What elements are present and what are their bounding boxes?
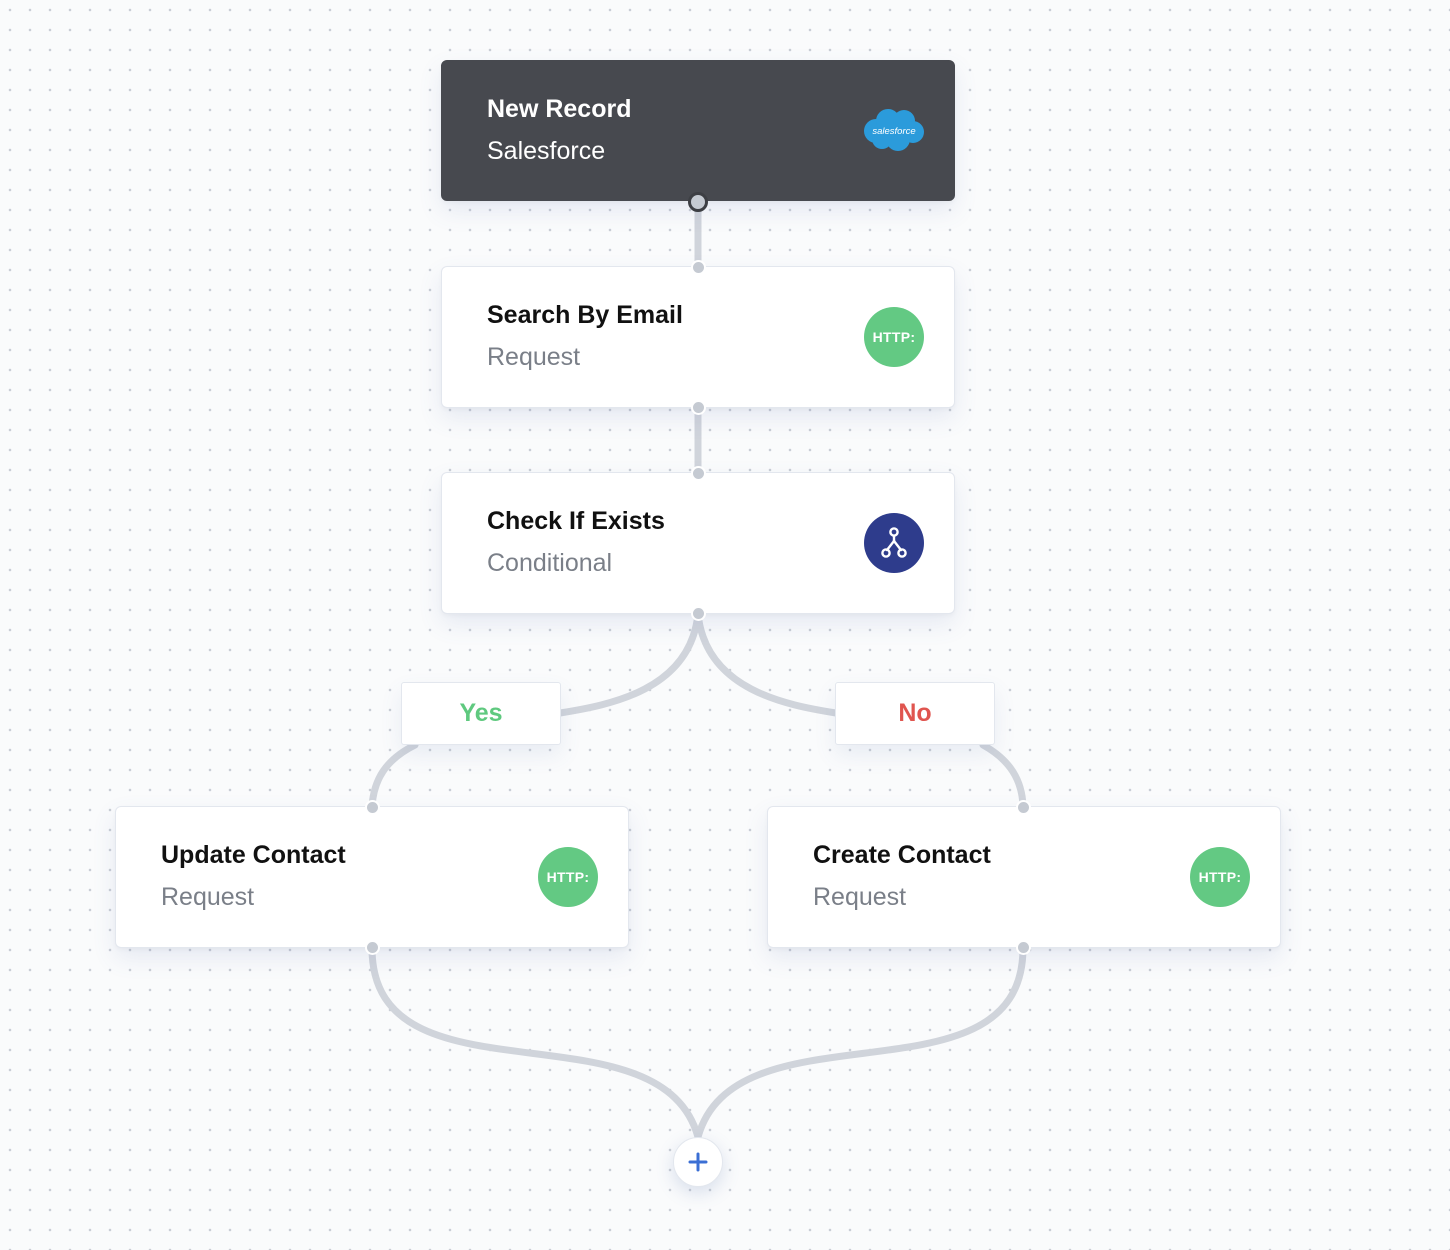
input-handle-search[interactable]	[690, 259, 706, 275]
plus-icon	[688, 1152, 708, 1172]
node-subtitle: Request	[487, 343, 581, 371]
branch-label-yes[interactable]: Yes	[401, 682, 561, 745]
output-handle-update[interactable]	[364, 939, 380, 955]
connector-yes-to-update	[368, 741, 419, 810]
output-handle-trigger[interactable]	[688, 192, 708, 212]
connector-check-to-yes	[556, 610, 702, 717]
node-title: Check If Exists	[487, 507, 665, 535]
output-handle-search[interactable]	[690, 399, 706, 415]
output-handle-create[interactable]	[1015, 939, 1031, 955]
input-handle-check[interactable]	[690, 465, 706, 481]
conditional-branch-icon	[864, 513, 924, 573]
node-title: Search By Email	[487, 301, 683, 329]
salesforce-logo-text: salesforce	[872, 126, 915, 137]
input-handle-create[interactable]	[1015, 799, 1031, 815]
http-icon: HTTP:	[1190, 847, 1250, 907]
connector-no-to-create	[979, 741, 1027, 810]
node-subtitle: Request	[813, 883, 907, 911]
trigger-node-new-record[interactable]: New Record Salesforce salesforce	[441, 60, 955, 201]
action-node-update-contact[interactable]: Update Contact Request HTTP:	[115, 806, 629, 948]
add-step-button[interactable]	[673, 1137, 723, 1187]
node-title: New Record	[487, 95, 632, 123]
output-handle-check[interactable]	[690, 605, 706, 621]
branch-label-text: Yes	[459, 699, 503, 727]
action-node-search-by-email[interactable]: Search By Email Request HTTP:	[441, 266, 955, 408]
http-icon: HTTP:	[538, 847, 598, 907]
connector-update-to-merge	[368, 944, 702, 1141]
connector-check-to-no	[694, 610, 840, 717]
input-handle-update[interactable]	[364, 799, 380, 815]
node-subtitle: Request	[161, 883, 255, 911]
node-title: Update Contact	[161, 841, 346, 869]
action-node-create-contact[interactable]: Create Contact Request HTTP:	[767, 806, 1281, 948]
http-icon: HTTP:	[864, 307, 924, 367]
conditional-node-check-if-exists[interactable]: Check If Exists Conditional	[441, 472, 955, 614]
connector-create-to-merge	[694, 944, 1027, 1141]
branch-label-no[interactable]: No	[835, 682, 995, 745]
node-subtitle: Salesforce	[487, 137, 606, 165]
branch-label-text: No	[898, 699, 932, 727]
node-subtitle: Conditional	[487, 549, 613, 577]
salesforce-icon: salesforce	[862, 101, 926, 161]
node-title: Create Contact	[813, 841, 991, 869]
